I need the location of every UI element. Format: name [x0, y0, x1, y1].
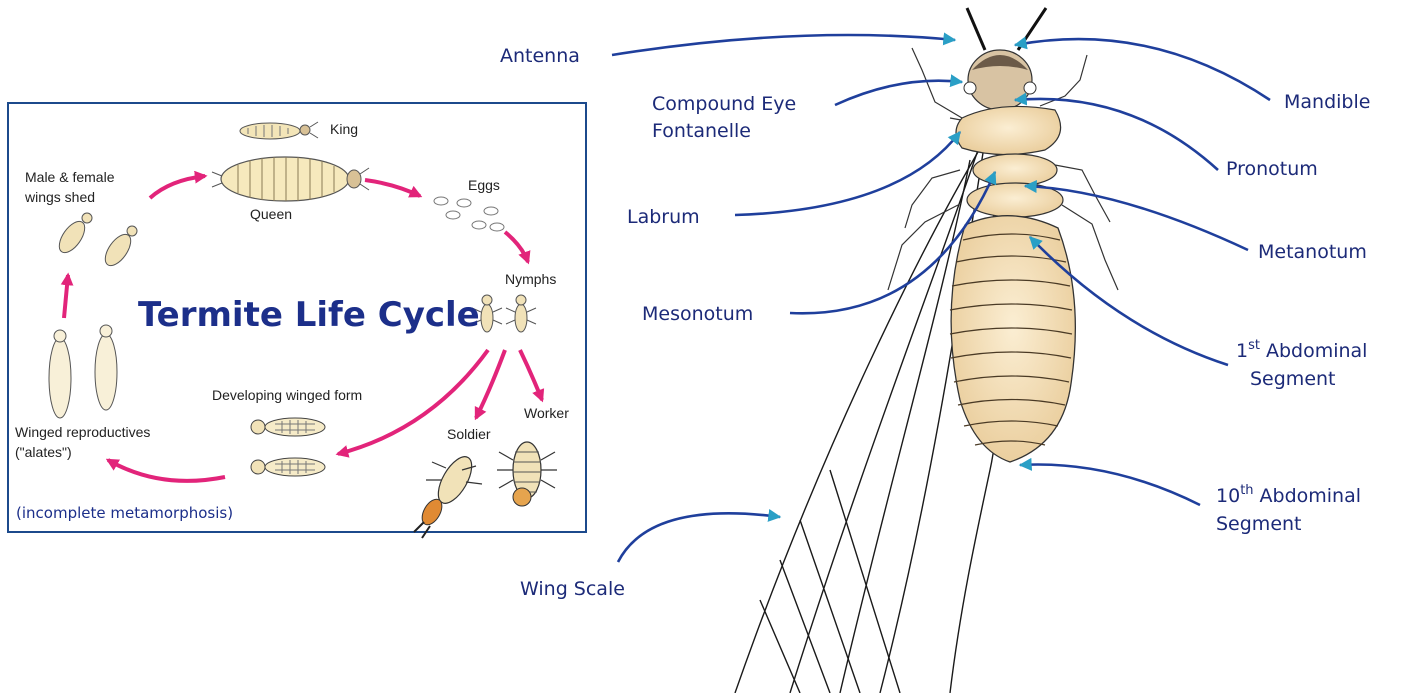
queen-label: Queen	[250, 206, 292, 222]
life-cycle-footnote: (incomplete metamorphosis)	[16, 504, 233, 522]
wing-vein-1	[790, 150, 978, 693]
first-abd-word: Abdominal	[1266, 340, 1368, 362]
shed-label-line1: Male & female	[25, 169, 115, 185]
pronotum-plate	[956, 106, 1061, 154]
tenth-abd-word: Abdominal	[1260, 485, 1362, 507]
label-first-abdominal-line2: Segment	[1250, 368, 1336, 390]
label-first-abdominal: 1st Abdominal	[1236, 338, 1367, 362]
winged-label-line2: ("alates")	[15, 444, 72, 460]
label-wing-scale: Wing Scale	[520, 578, 625, 600]
wing-cross-veins	[760, 470, 900, 693]
leader-antenna	[612, 35, 955, 55]
shed-label-line2: wings shed	[24, 189, 95, 205]
label-tenth-abdominal-line2: Segment	[1216, 513, 1302, 535]
nymphs-label: Nymphs	[505, 271, 556, 287]
first-abd-sup: st	[1248, 338, 1260, 353]
worker-label: Worker	[524, 405, 569, 421]
label-antenna: Antenna	[500, 45, 580, 67]
leader-tenth-abdominal	[1020, 465, 1200, 506]
first-abd-num: 1	[1236, 340, 1248, 362]
wings	[735, 140, 1000, 693]
compound-eye	[964, 82, 976, 94]
label-tenth-abdominal: 10th Abdominal	[1216, 483, 1361, 507]
life-cycle-title: Termite Life Cycle	[138, 295, 480, 335]
king-label: King	[330, 121, 358, 137]
label-metanotum: Metanotum	[1258, 241, 1367, 263]
developing-label: Developing winged form	[212, 387, 362, 403]
antenna-left	[967, 8, 985, 50]
tenth-abd-num: 10	[1216, 485, 1240, 507]
mesonotum-plate	[973, 154, 1057, 186]
leader-compound-eye	[835, 81, 962, 105]
soldier-label: Soldier	[447, 426, 491, 442]
label-fontanelle: Fontanelle	[652, 120, 751, 142]
wing-vein-2	[840, 160, 970, 693]
eggs-label: Eggs	[468, 177, 500, 193]
leader-mandible	[1015, 39, 1270, 100]
tenth-abd-sup: th	[1240, 483, 1253, 498]
leader-wing-scale	[618, 513, 780, 562]
compound-eye-right	[1024, 82, 1036, 94]
label-labrum: Labrum	[627, 206, 700, 228]
label-mesonotum: Mesonotum	[642, 303, 753, 325]
label-pronotum: Pronotum	[1226, 158, 1318, 180]
label-mandible: Mandible	[1284, 91, 1370, 113]
leader-labrum	[735, 132, 960, 215]
winged-label-line1: Winged reproductives	[15, 424, 150, 440]
label-compound-eye: Compound Eye	[652, 93, 796, 115]
life-cycle-panel: King Queen Eggs Nymphs Wo	[8, 103, 586, 538]
